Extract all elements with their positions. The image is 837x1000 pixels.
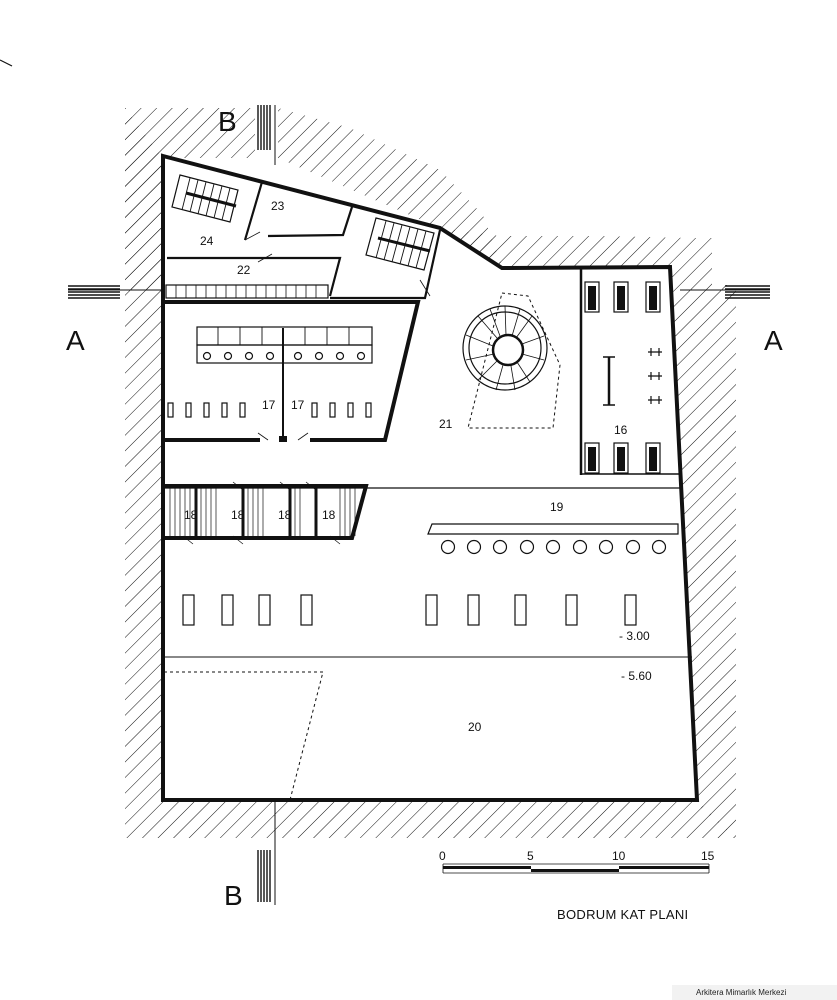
- level-marker-lower: - 5.60: [621, 669, 652, 683]
- room-label-18-b: 18: [231, 508, 245, 522]
- section-line-b: [257, 105, 276, 905]
- room-label-24: 24: [200, 234, 214, 248]
- stair-north-east: [330, 217, 442, 300]
- rooms-17: [164, 300, 421, 442]
- section-marker-a-left: A: [66, 325, 85, 356]
- room-20-seats: [182, 594, 637, 626]
- section-marker-b-top: B: [218, 106, 237, 137]
- room-label-17-right: 17: [291, 398, 305, 412]
- room-label-23: 23: [271, 199, 285, 213]
- service-room-walls: [167, 181, 354, 297]
- room-label-16: 16: [614, 423, 628, 437]
- room-16: [579, 268, 679, 475]
- room-label-19: 19: [550, 500, 564, 514]
- corridor-strip: [165, 284, 329, 299]
- spiral-stair: [462, 292, 561, 429]
- drawing-title: BODRUM KAT PLANI: [557, 907, 688, 922]
- room-label-18-a: 18: [184, 508, 198, 522]
- credit-background: [672, 985, 837, 1000]
- section-marker-b-bottom: B: [224, 880, 243, 911]
- scale-tick-10: 10: [612, 849, 626, 863]
- room-label-18-d: 18: [322, 508, 336, 522]
- section-line-a: [68, 285, 770, 299]
- rooms-18: [164, 481, 680, 545]
- stair-north-west: [171, 174, 239, 223]
- room-label-20: 20: [468, 720, 482, 734]
- level-marker-upper: - 3.00: [619, 629, 650, 643]
- exterior-wall: [161, 153, 700, 802]
- scale-tick-15: 15: [701, 849, 715, 863]
- room-label-18-c: 18: [278, 508, 292, 522]
- section-marker-a-right: A: [764, 325, 783, 356]
- room-19-counter: [427, 523, 679, 555]
- scale-tick-0: 0: [439, 849, 446, 863]
- scale-bar: 0 5 10 15: [439, 849, 715, 874]
- room-label-22: 22: [237, 263, 251, 277]
- earth-hatch: [125, 108, 736, 838]
- room-label-17-left: 17: [262, 398, 276, 412]
- stray-mark: [0, 59, 13, 67]
- scale-tick-5: 5: [527, 849, 534, 863]
- ramp-outline: [164, 671, 324, 801]
- credit-text: Arkitera Mimarlık Merkezi: [696, 988, 786, 997]
- room-label-21: 21: [439, 417, 453, 431]
